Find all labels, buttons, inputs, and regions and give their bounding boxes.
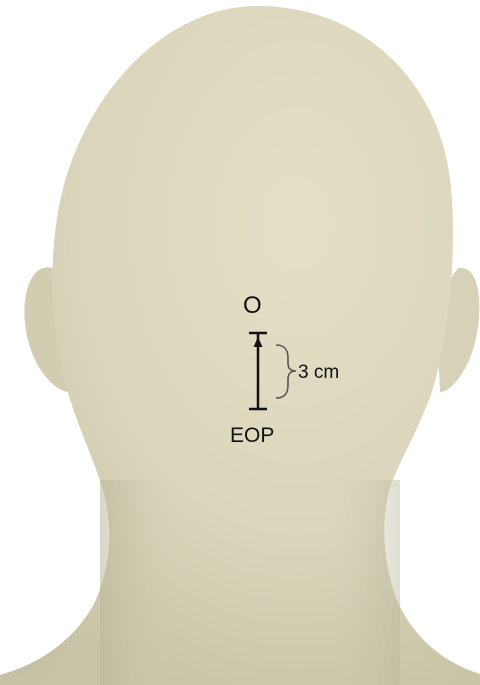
distance-label: 3 cm <box>298 362 339 384</box>
point-o-label: O <box>243 292 262 320</box>
point-eop-label: EOP <box>230 424 274 448</box>
